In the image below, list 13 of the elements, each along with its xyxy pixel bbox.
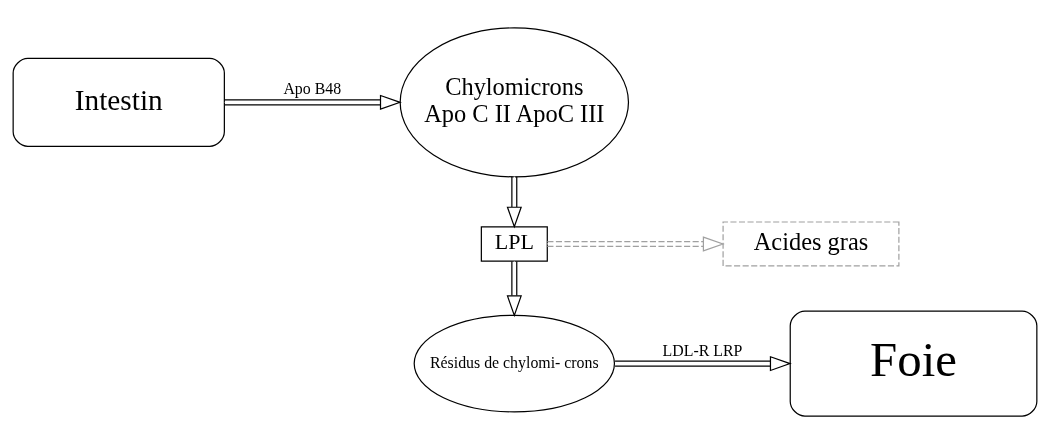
edge-label: Apo B48 <box>283 80 342 98</box>
arrow <box>546 236 725 252</box>
edge-label: LDL-R LRP <box>662 341 743 359</box>
node-ellipse: Résidus de chylomi- crons <box>413 314 616 413</box>
node-box: Foie <box>789 310 1038 417</box>
node-box: LPL <box>480 226 548 262</box>
node-box: Intestin <box>12 57 225 147</box>
arrow <box>506 260 522 318</box>
arrow <box>506 176 522 229</box>
node-ellipse: Chylomicrons Apo C II ApoC III <box>399 27 630 178</box>
node-box: Acides gras <box>722 221 900 267</box>
arrow <box>614 355 792 372</box>
arrow <box>224 94 402 111</box>
